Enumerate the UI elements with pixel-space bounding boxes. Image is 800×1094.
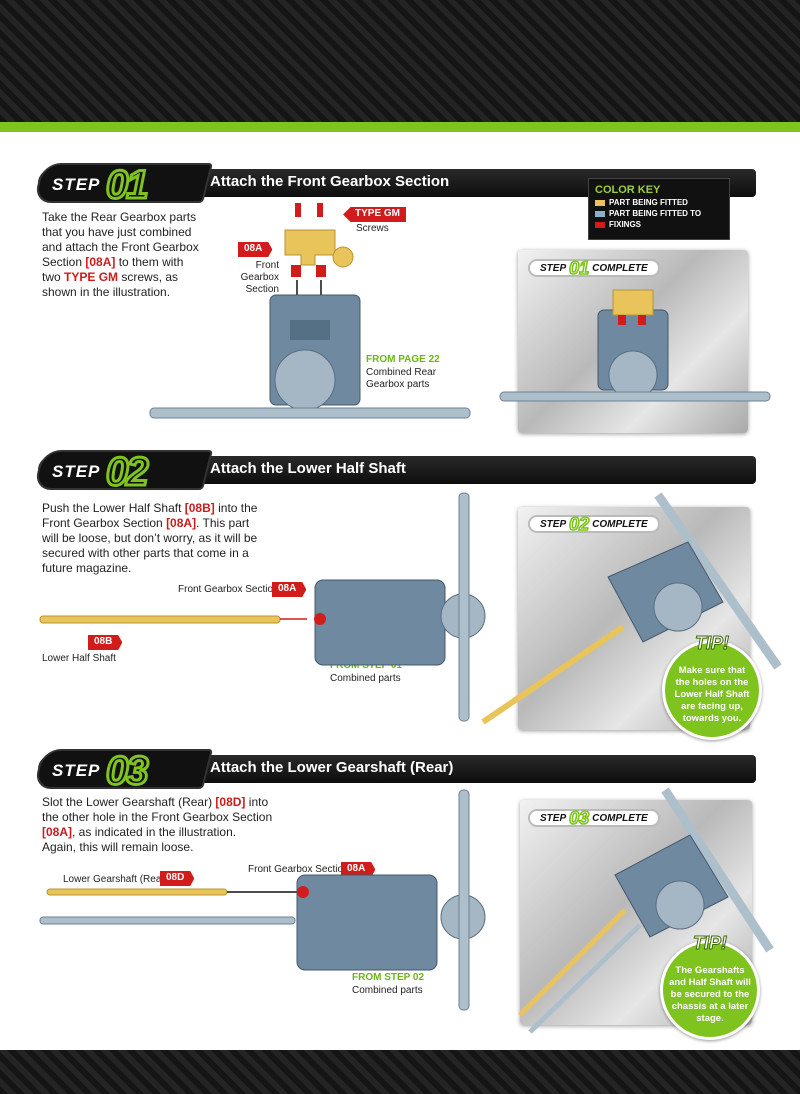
- label-front-gearbox-section: Front Gearbox Section: [178, 584, 279, 595]
- step-03-text: Slot the Lower Gearshaft (Rear) [08D] in…: [42, 795, 273, 854]
- step-01-illustration: [149, 203, 471, 419]
- lower-half-shaft: [39, 615, 281, 624]
- label-front-gearbox: Front Gearbox Section: [240, 260, 279, 295]
- step-title: Attach the Lower Half Shaft: [210, 460, 406, 477]
- from-label: Combined Rear Gearbox parts: [366, 367, 437, 390]
- header-green-stripe: [0, 122, 800, 132]
- color-key-item: PART BEING FITTED TO: [595, 209, 723, 218]
- tag-08a: 08A: [341, 862, 376, 877]
- step-01-text: Take the Rear Gearbox parts that you hav…: [42, 210, 199, 299]
- gearbox-body: [314, 579, 446, 666]
- step-02-illustration: [39, 492, 486, 722]
- label-lower-gearshaft-rear: Lower Gearshaft (Rear): [63, 874, 169, 885]
- step-word: STEP: [52, 761, 101, 780]
- from-label: Combined parts: [352, 985, 423, 996]
- axle-shaft: [458, 789, 470, 1011]
- step-02-complete-illustration: [481, 492, 782, 725]
- step-01-complete-panel: [499, 250, 771, 433]
- from-step-02: FROM STEP 02: [352, 972, 425, 983]
- step-title: Attach the Front Gearbox Section: [210, 173, 450, 190]
- step-02-complete-panel: [481, 492, 782, 730]
- footer-carbon-band: [0, 1050, 800, 1094]
- label-front-gearbox-section: Front Gearbox Section: [248, 864, 349, 875]
- axle-shaft: [149, 407, 471, 419]
- step-01-complete-illustration: [499, 289, 771, 402]
- front-gearbox-part: [284, 229, 336, 266]
- axle-shaft: [458, 492, 470, 722]
- color-key-title: COLOR KEY: [595, 184, 661, 196]
- color-key-item: PART BEING FITTED: [595, 198, 723, 207]
- from-page-22: FROM PAGE 22: [366, 354, 440, 365]
- screw-icon: [317, 203, 323, 217]
- tag-08a: 08A: [272, 582, 307, 597]
- lower-gearshaft-rear: [46, 888, 228, 896]
- tip-badge: TIP! Make sure that the holes on the Low…: [662, 633, 762, 740]
- tip-badge: TIP! The Gearshafts and Half Shaft will …: [660, 933, 760, 1040]
- lower-half-shaft: [39, 916, 296, 925]
- step-title: Attach the Lower Gearshaft (Rear): [210, 759, 454, 776]
- step-02-text: Push the Lower Half Shaft [08B] into the…: [42, 501, 258, 575]
- tag-08b: 08B: [88, 635, 123, 650]
- color-key-item: FIXINGS: [595, 220, 723, 229]
- step-word: STEP: [52, 175, 101, 194]
- tag-08a: 08A: [238, 242, 273, 257]
- step-03-bar: STEP 03 Attach the Lower Gearshaft (Rear…: [33, 748, 756, 795]
- label-screws: Screws: [356, 223, 389, 234]
- header-carbon-band: [0, 0, 800, 122]
- gearbox-body: [296, 874, 438, 971]
- label-lower-half-shaft: Lower Half Shaft: [42, 653, 116, 664]
- step-number: 02: [105, 449, 150, 496]
- tag-type-gm: TYPE GM: [343, 207, 407, 222]
- step-03-complete-illustration: [518, 787, 774, 1034]
- color-key: COLOR KEY PART BEING FITTED PART BEING F…: [588, 178, 730, 240]
- step-02-bar: STEP 02 Attach the Lower Half Shaft: [33, 449, 756, 496]
- step-number: 01: [105, 162, 150, 209]
- tag-08d: 08D: [160, 871, 195, 886]
- step-number: 03: [105, 748, 150, 795]
- step-03-illustration: [39, 789, 486, 1011]
- from-label: Combined parts: [330, 673, 401, 684]
- step-word: STEP: [52, 462, 101, 481]
- screw-icon: [295, 203, 301, 217]
